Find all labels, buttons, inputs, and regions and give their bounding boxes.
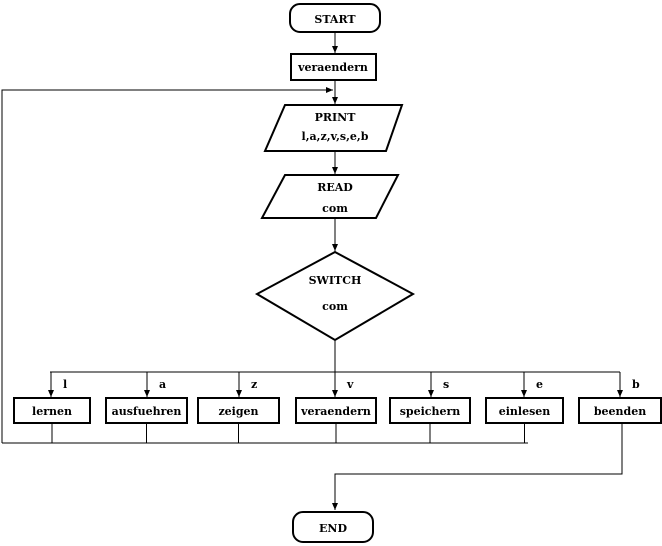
case-branches: l lernen a ausfuehren z zeigen v veraendern s spe…: [13, 372, 662, 443]
case-box-s: [389, 397, 471, 424]
read-node: [260, 174, 400, 219]
case-action-l: lernen: [32, 405, 72, 418]
case-box-l: [13, 397, 91, 424]
case-key-b: b: [632, 378, 640, 391]
case-box-b: [578, 397, 662, 424]
read-title: READ: [317, 181, 353, 194]
case-key-l: l: [63, 378, 67, 391]
loop-back-line: [1, 89, 326, 443]
case-key-a: a: [159, 378, 166, 391]
case-box-a: [105, 397, 188, 424]
end-node: [292, 511, 374, 543]
case-box-z: [197, 397, 280, 424]
case-key-z: z: [251, 378, 257, 391]
print-title: PRINT: [315, 111, 357, 124]
print-options: l,a,z,v,s,e,b: [302, 130, 369, 143]
start-label: START: [314, 13, 356, 26]
case-action-b: beenden: [594, 405, 646, 418]
switch-var: com: [322, 300, 348, 313]
init-node: [290, 53, 377, 81]
init-label: veraendern: [297, 61, 368, 74]
case-action-a: ausfuehren: [112, 405, 182, 418]
read-var: com: [322, 202, 348, 215]
case-action-s: speichern: [400, 405, 461, 418]
case-key-s: s: [443, 378, 449, 391]
switch-node: [254, 250, 416, 342]
case-key-v: v: [346, 378, 354, 391]
connector-beenden-end: [332, 423, 623, 510]
case-action-v: veraendern: [300, 405, 371, 418]
case-key-e: e: [536, 378, 543, 391]
case-action-e: einlesen: [499, 405, 551, 418]
case-action-z: zeigen: [218, 405, 258, 418]
print-node: [263, 104, 404, 152]
end-label: END: [319, 522, 347, 535]
switch-title: SWITCH: [309, 274, 362, 287]
